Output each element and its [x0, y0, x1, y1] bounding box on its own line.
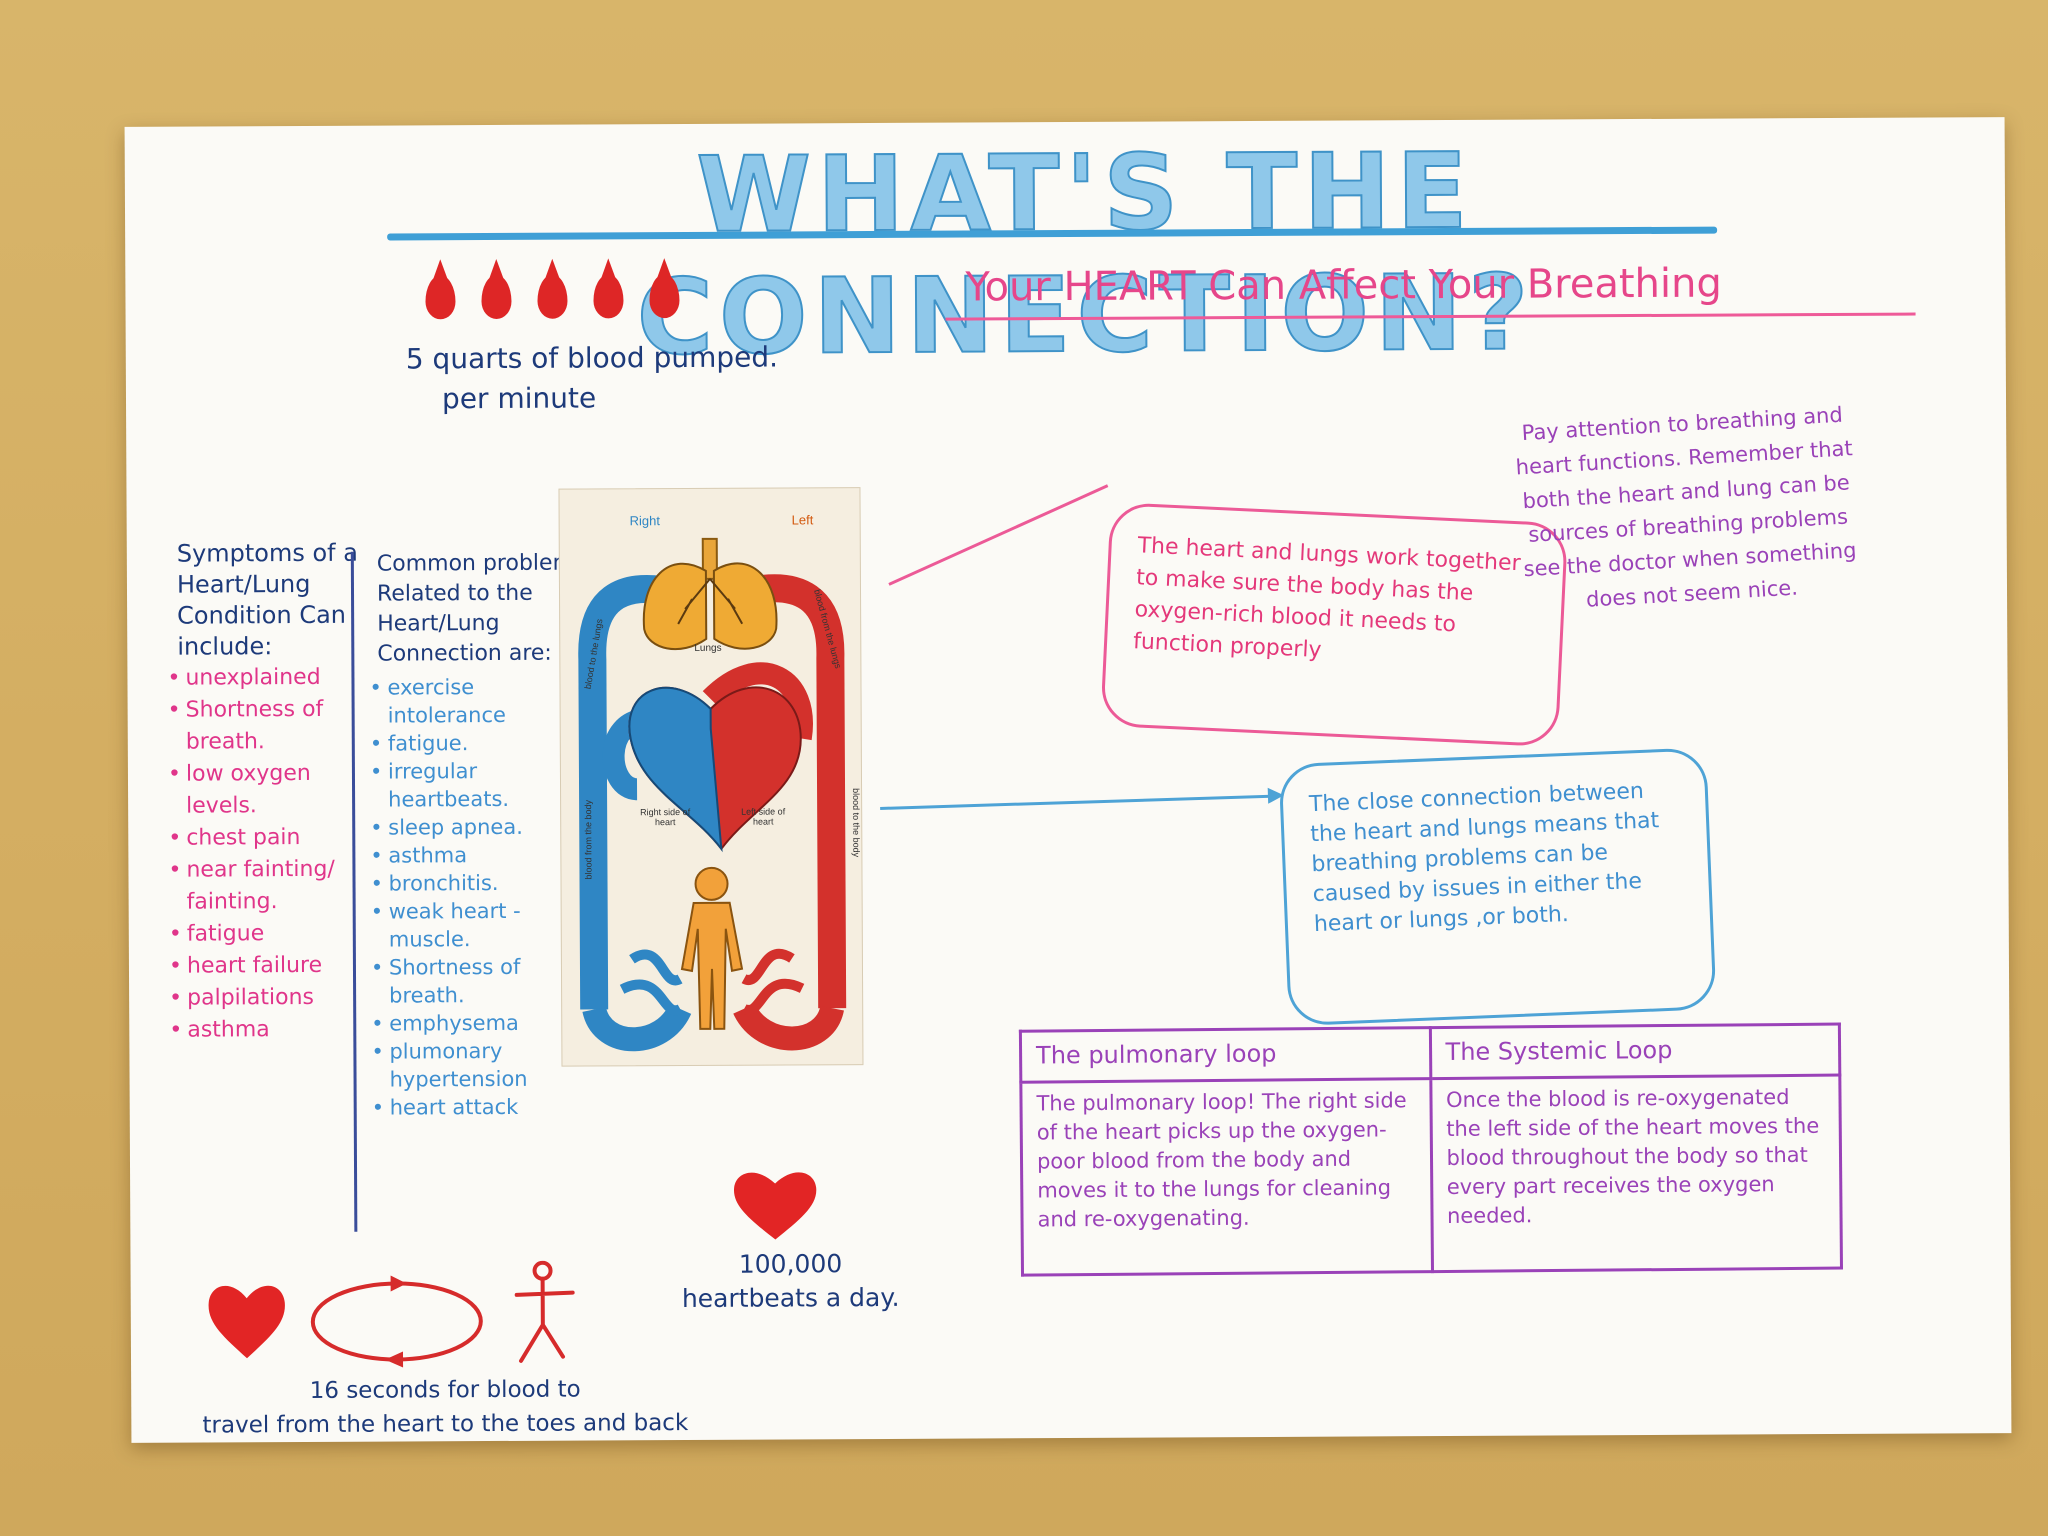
blood-drop-icon — [425, 275, 456, 320]
pink-note-cloud: The heart and lungs work together to mak… — [1100, 501, 1569, 748]
list-item: unexplained — [167, 662, 377, 695]
list-item: fatigue. — [370, 729, 580, 758]
pulmonary-loop-text: The pulmonary loop! The right side of th… — [1020, 1078, 1433, 1276]
symptoms-list: unexplained Shortness of breath. low oxy… — [167, 662, 379, 1047]
list-item: heart failure — [169, 950, 379, 983]
list-item: palpilations — [169, 982, 379, 1015]
list-item: chest pain — [168, 822, 378, 855]
vessel-lower-red — [733, 1002, 844, 1051]
heart-shape — [734, 1172, 817, 1240]
list-item: Shortness of breath. — [168, 694, 378, 759]
stick-figure-icon — [514, 1260, 575, 1363]
right-lung — [712, 562, 778, 650]
blood-fact: 5 quarts of blood pumped. per minute — [406, 337, 786, 419]
list-item: fatigue — [169, 918, 379, 951]
diagram-label-right: Right — [630, 513, 661, 528]
list-item: low oxygen levels. — [168, 758, 378, 823]
list-item: heart attack — [372, 1093, 582, 1122]
body-figure — [680, 901, 744, 1030]
blue-note-cloud: The close connection between the heart a… — [1278, 747, 1717, 1027]
list-item: asthma — [370, 841, 580, 870]
connector-pink — [888, 484, 1109, 586]
pulmonary-loop-title: The pulmonary loop — [1020, 1027, 1431, 1083]
list-item: sleep apnea. — [370, 813, 580, 842]
capillaries-blue — [619, 949, 683, 1016]
stick-figure-head — [532, 1260, 553, 1281]
list-item: asthma — [169, 1014, 379, 1047]
arrowhead-top — [390, 1275, 407, 1292]
body-head — [694, 866, 729, 901]
pink-note-text: The heart and lungs work together to mak… — [1132, 533, 1522, 664]
diagram-label-left-side: Left side of heart — [741, 806, 786, 827]
aorta — [702, 662, 813, 741]
loops-table-header: The pulmonary loop The Systemic Loop — [1020, 1024, 1840, 1083]
list-item: emphysema — [371, 1009, 581, 1038]
loop-arrow-icon — [310, 1275, 483, 1368]
systemic-loop-text: Once the blood is re-oxygenated the left… — [1430, 1075, 1842, 1272]
list-item: irregular heartbeats. — [370, 757, 580, 814]
blue-note-text: The close connection between the heart a… — [1308, 778, 1660, 938]
connector-blue-arrow — [880, 794, 1276, 810]
blood-fact-line1: 5 quarts of blood pumped. — [405, 340, 779, 376]
side-note: Pay attention to breathing and heart fun… — [1515, 402, 1858, 612]
blood-drops-icon — [425, 274, 705, 323]
diagram-label-right-side: Right side of heart — [640, 806, 691, 828]
arrowhead-bottom — [385, 1351, 404, 1368]
bronchi — [677, 578, 744, 625]
symptoms-heading: Symptoms of a Heart/Lung Condition Can i… — [176, 538, 358, 661]
circulation-diagram: Right Left Lungs blood to the lungs bloo… — [558, 487, 864, 1067]
heart-icon — [734, 1172, 817, 1240]
diagram-label-blood-from-body: blood from the body — [583, 799, 593, 879]
travel-fact-line2: travel from the heart to the toes and ba… — [202, 1409, 689, 1439]
list-item: plumonary hypertension — [371, 1037, 581, 1094]
loops-table: The pulmonary loop The Systemic Loop The… — [1018, 1022, 1844, 1277]
diagram-label-blood-to-body: blood to the body — [851, 788, 861, 858]
travel-fact: 16 seconds for blood to travel from the … — [185, 1372, 705, 1443]
heart-right-side — [628, 686, 723, 853]
blood-fact-line2: per minute — [441, 381, 597, 416]
list-item: bronchitis. — [370, 869, 580, 898]
diagram-label-left-side-wrap: Left side of heart — [741, 806, 786, 827]
list-item: Shortness of breath. — [371, 953, 581, 1010]
list-item: near fainting/ fainting. — [168, 854, 378, 919]
stick-figure-body — [514, 1276, 575, 1363]
poster: WHAT'S THE CONNECTION? Your HEART Can Af… — [124, 117, 2012, 1443]
blood-drop-icon — [593, 274, 624, 319]
list-item: weak heart -muscle. — [371, 897, 581, 954]
circulation-diagram-svg: Right Left Lungs blood to the lungs bloo… — [578, 512, 861, 1052]
heart-icon — [208, 1285, 285, 1359]
diagram-label-left: Left — [792, 512, 814, 527]
heartbeats-fact: 100,000 heartbeats a day. — [681, 1249, 900, 1314]
common-problems-heading: Common problems Related to the Heart/Lun… — [376, 550, 586, 667]
left-lung — [642, 562, 708, 651]
diagram-label-lungs: Lungs — [694, 643, 721, 654]
blood-drop-icon — [649, 274, 680, 319]
loop-ellipse — [310, 1281, 483, 1362]
loops-table-body: The pulmonary loop! The right side of th… — [1020, 1075, 1842, 1276]
vessel-lower-blue — [582, 1003, 692, 1052]
systemic-loop-title: The Systemic Loop — [1429, 1024, 1840, 1079]
blood-drop-icon — [537, 274, 568, 319]
common-problems-list: exercise intolerance fatigue. irregular … — [369, 673, 581, 1122]
list-item: exercise intolerance — [369, 673, 579, 730]
heart-shape — [208, 1285, 285, 1359]
poster-subtitle: Your HEART Can Affect Your Breathing — [965, 260, 1722, 311]
diagram-label-right-side-wrap: Right side of heart — [640, 806, 691, 828]
travel-fact-line1: 16 seconds for blood to — [309, 1376, 581, 1404]
blood-drop-icon — [481, 274, 512, 320]
capillaries-red — [741, 948, 805, 1015]
